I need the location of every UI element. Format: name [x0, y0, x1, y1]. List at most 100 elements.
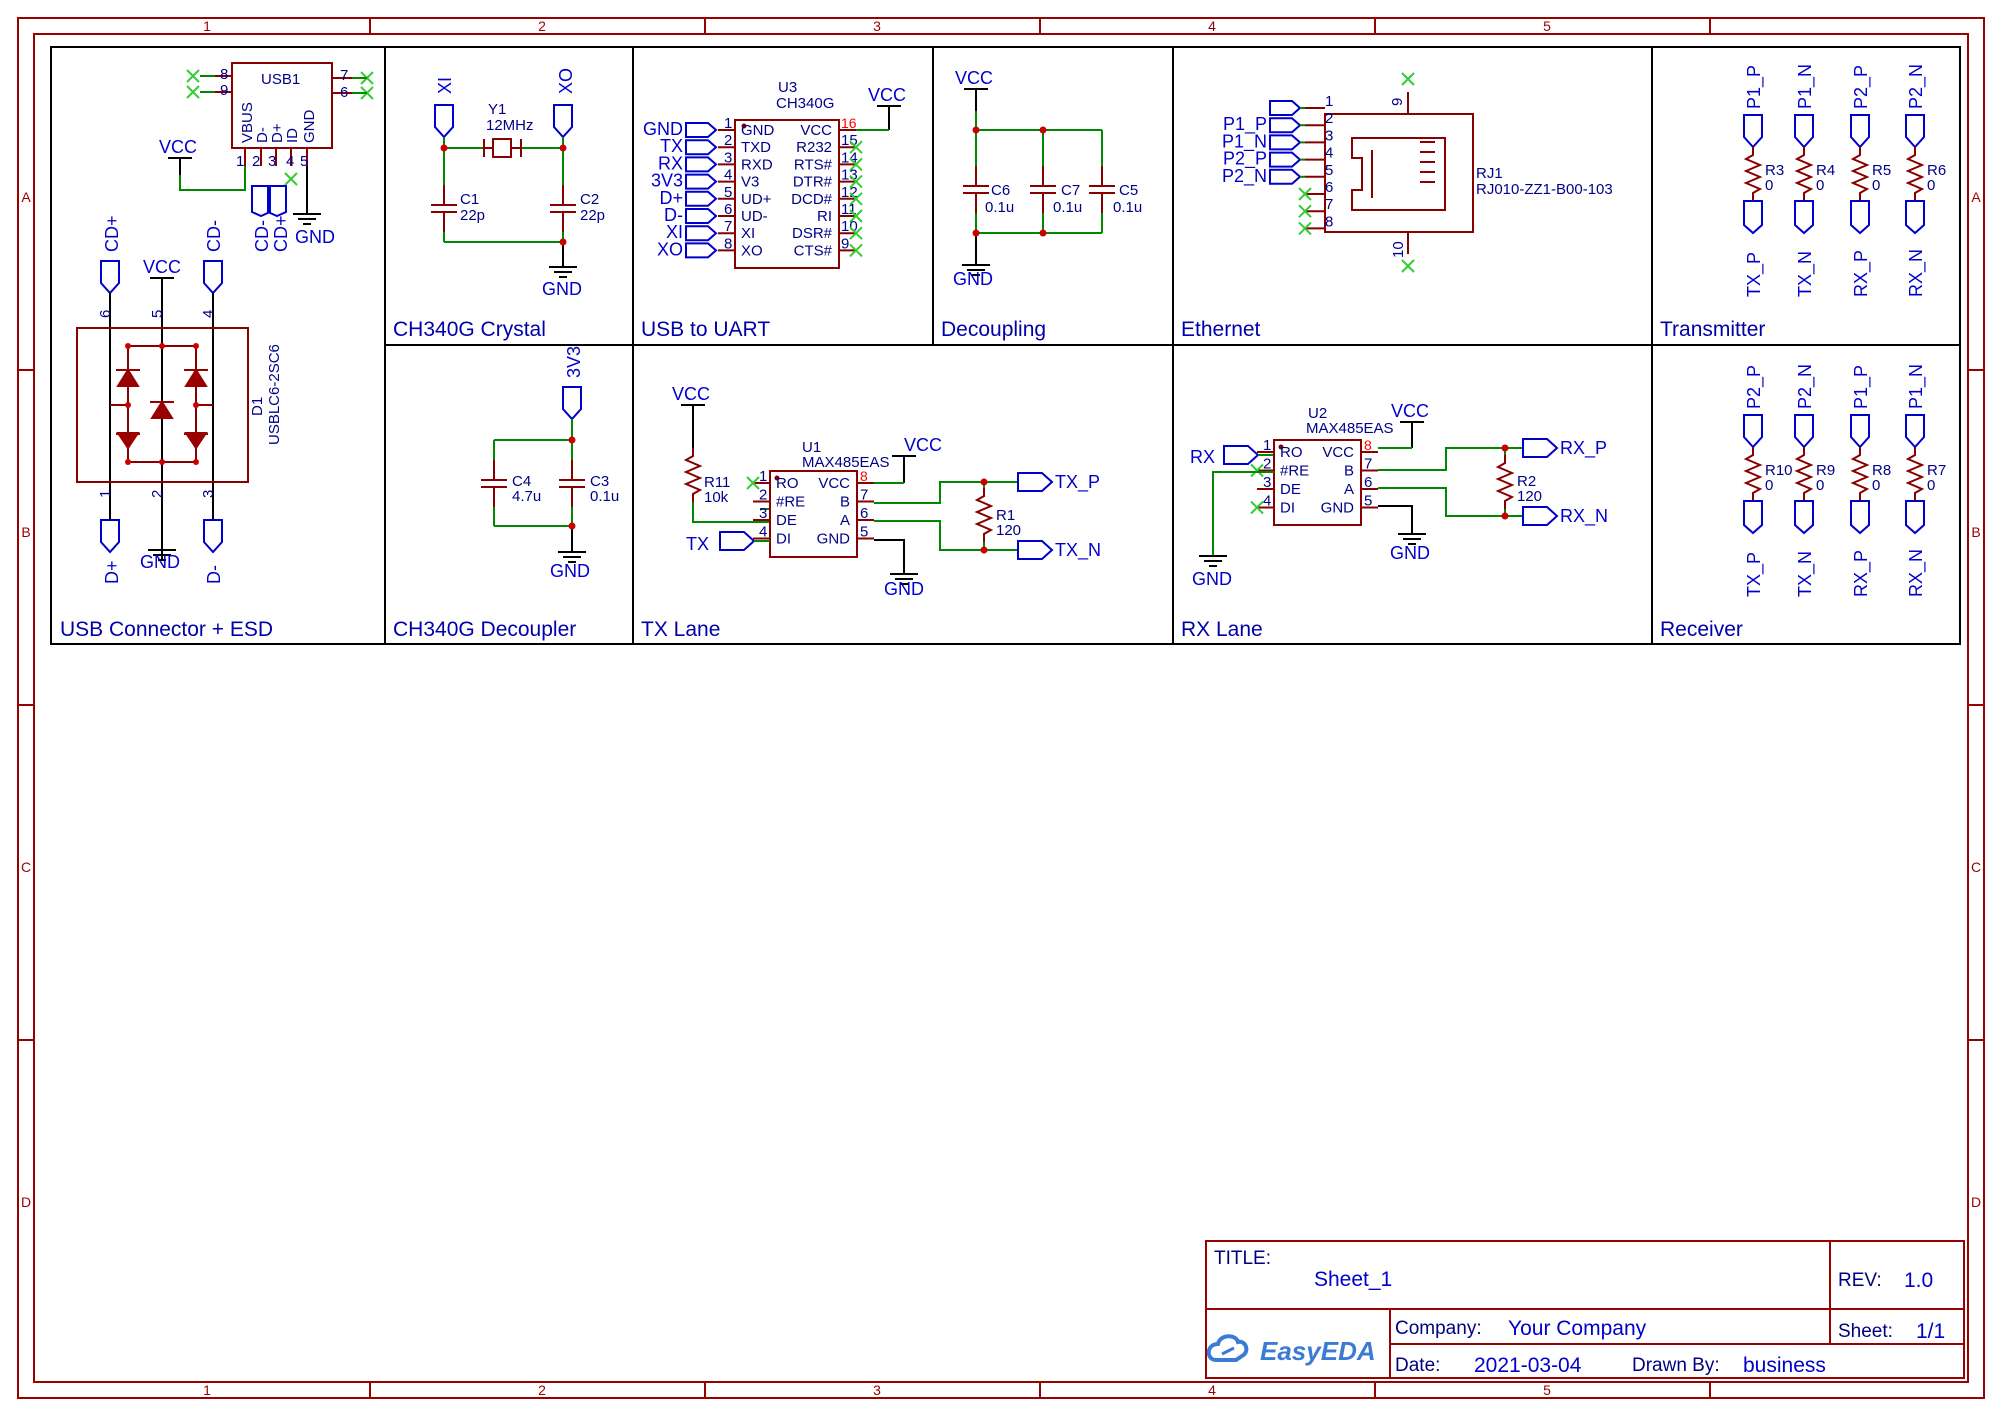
eth-port: [1269, 117, 1302, 134]
max485-pin-name: #RE: [776, 494, 805, 511]
txlane-vcc2-label: VCC: [904, 435, 942, 455]
tx-bank-resistor: [1850, 147, 1870, 201]
max485-pin-number: 7: [860, 487, 868, 504]
rj-pin-number: 7: [1325, 196, 1333, 213]
column-label: 5: [1543, 1382, 1551, 1398]
no-connect-marker: [849, 243, 863, 258]
usb-pin-name: D+: [269, 123, 286, 143]
uart-net-label: 3V3: [651, 171, 683, 191]
block-title-receiver: Receiver: [1660, 618, 1743, 641]
uart-pin-name: DCD#: [791, 191, 832, 208]
uart-port: [685, 139, 718, 156]
uart-pin-name: TXD: [741, 139, 771, 156]
c1-value: 22p: [460, 207, 485, 224]
r2-ref: R2: [1517, 473, 1536, 490]
esd-vcc-label: VCC: [143, 257, 181, 277]
row-label: A: [21, 189, 31, 205]
max485-pin-number: 1: [1263, 437, 1271, 454]
u2-ref: U2: [1308, 405, 1327, 422]
rx-bank-port: [1794, 414, 1814, 449]
c3-ref: C3: [590, 473, 609, 490]
uart-pin-name: XI: [741, 225, 755, 242]
rx-bank-resistor-ref: R9: [1816, 462, 1835, 479]
eth-port: [1269, 100, 1302, 116]
rx-bank-resistor-ref: R7: [1927, 462, 1946, 479]
uart-pin-name: VCC: [800, 122, 832, 139]
frame-column-labels: 1 2 3 4 5 1 2 3 4 5: [203, 18, 1551, 1398]
sheet-value: 1/1: [1916, 1320, 1945, 1343]
frame-row-labels: A B C D A B C D: [21, 189, 1981, 1210]
rxlane-rxp-label: RX_P: [1560, 438, 1607, 459]
uart-port: [685, 190, 718, 207]
receiver-bank: P2_PR100TX_PP2_NR90TX_NP1_PR80RX_PP1_NR7…: [1743, 364, 1946, 597]
max485-pin-number: 5: [1364, 493, 1372, 510]
uart-vcc-label: VCC: [868, 85, 906, 105]
drawing-frame: [17, 17, 1985, 1399]
uart-pin-name: UD+: [741, 191, 772, 208]
r11-value: 10k: [704, 489, 729, 506]
port-xi: [434, 104, 454, 138]
no-connect-marker: [1298, 221, 1312, 236]
uart-net-label: D-: [664, 205, 683, 225]
usb-pin-4: 4: [286, 153, 294, 170]
u1-ref: U1: [802, 439, 821, 456]
rx-bank-resistor-value: 0: [1816, 477, 1824, 494]
rj-part: RJ010-ZZ1-B00-103: [1476, 181, 1613, 198]
uart-pin-name: RI: [817, 208, 832, 225]
rj-pin-number: 3: [1325, 127, 1333, 144]
uart-port: [685, 225, 718, 242]
block-title-txlane: TX Lane: [641, 618, 720, 641]
max485-pin-name: RO: [776, 475, 799, 492]
cap-value: 0.1u: [985, 199, 1014, 216]
esd-pin: 5: [149, 310, 166, 318]
title-label: TITLE:: [1214, 1248, 1271, 1269]
port-xo: [553, 104, 573, 138]
c2-value: 22p: [580, 207, 605, 224]
tx-bank-port: [1794, 200, 1814, 235]
tx-bank-resistor-ref: R5: [1872, 162, 1891, 179]
rj-ref: RJ1: [1476, 165, 1503, 182]
esd-pin: 1: [97, 490, 114, 498]
uart-port: [685, 208, 718, 224]
no-connect-marker: [1401, 72, 1415, 86]
rx-bank-bottom-net: RX_N: [1906, 549, 1927, 597]
no-connect-marker: [849, 174, 863, 189]
row-label: B: [1971, 524, 1980, 540]
port-rx: [1223, 445, 1259, 465]
cap-value: 0.1u: [1053, 199, 1082, 216]
cap-value: 0.1u: [1113, 199, 1142, 216]
r11-ref: R11: [704, 474, 730, 491]
max485-pin-name: DI: [1280, 500, 1295, 517]
uart-pin-number: 5: [724, 184, 732, 201]
no-connect-marker: [849, 209, 863, 223]
usb-pin-name: VBUS: [239, 102, 256, 143]
rx-bank-resistor-value: 0: [1927, 477, 1935, 494]
tx-bank-bottom-net: RX_P: [1851, 250, 1872, 297]
rx-bank-port: [1743, 414, 1763, 449]
tx-bank-resistor-value: 0: [1872, 177, 1880, 194]
rx-bank-resistor-ref: R8: [1872, 462, 1891, 479]
usb-pin-7: 7: [340, 67, 348, 84]
max485-pin-number: 8: [1364, 437, 1372, 453]
drawn-by-label: Drawn By:: [1632, 1355, 1720, 1376]
port-txp: [1017, 472, 1053, 492]
no-connect-marker: [849, 192, 863, 206]
uart-pin-name: DTR#: [793, 174, 833, 191]
uart-port: [685, 173, 718, 190]
tx-bank-port: [1743, 114, 1763, 149]
c4-ref: C4: [512, 473, 531, 490]
uart-part: CH340G: [776, 95, 834, 112]
rev-value: 1.0: [1904, 1269, 1933, 1292]
block-titles: USB Connector + ESD CH340G Crystal USB t…: [60, 318, 1765, 641]
crystal-xo-label: XO: [556, 68, 576, 94]
block-title-decoupler: CH340G Decoupler: [393, 618, 576, 641]
easyeda-logo: EasyEDA: [1206, 1334, 1376, 1366]
rx-bank-bottom-net: RX_P: [1851, 550, 1872, 597]
rx-bank-top-net: P2_P: [1744, 365, 1765, 409]
row-label: C: [1971, 859, 1981, 875]
uart-pin-number: 3: [724, 149, 732, 166]
usb-pin-8: 8: [220, 66, 228, 83]
max485-pin-number: 2: [759, 487, 767, 504]
esd-pin: 4: [200, 310, 217, 318]
rxlane-vcc-label: VCC: [1391, 401, 1429, 421]
